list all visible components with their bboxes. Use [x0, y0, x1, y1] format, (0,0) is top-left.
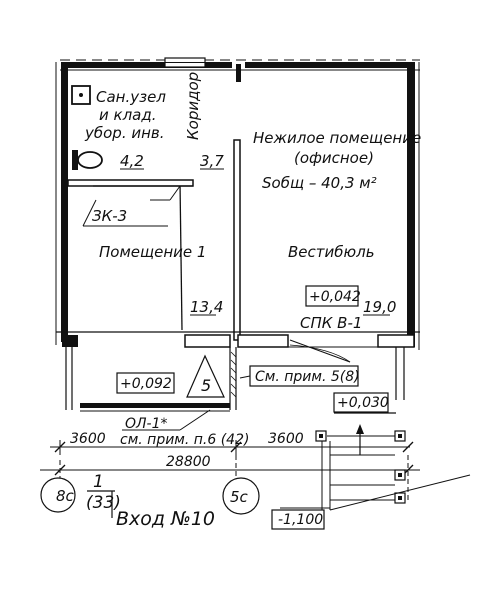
axis-label-5c: 5с	[230, 488, 249, 506]
axis-marker-5c	[222, 477, 260, 515]
arrow-up-icon	[356, 424, 364, 434]
entrance-num: 1	[93, 472, 104, 492]
sanuzel-label-line3: убор. инв.	[84, 124, 165, 142]
level-vestibul: +0,042	[309, 289, 361, 305]
dim-total: 28800	[166, 454, 211, 470]
level-porch: +0,092	[120, 376, 172, 392]
see-note-6: см. прим. п.6 (42)	[120, 432, 249, 448]
koridor-label: Коридор	[184, 72, 202, 140]
entrance-label: Вход №10	[116, 508, 215, 530]
office-label-line3: Sобщ – 40,3 м²	[262, 174, 377, 192]
office-label-line1: Нежилое помещение	[253, 129, 421, 147]
fixtures	[71, 85, 103, 170]
stairs	[280, 424, 471, 511]
sanuzel-label-line1: Сан.узел	[96, 88, 166, 106]
walls	[55, 57, 420, 414]
level-ground: -1,100	[278, 512, 323, 528]
level-entry: +0,030	[337, 395, 389, 411]
axis-label-8c: 8с	[56, 487, 75, 505]
vestibul-area: 19,0	[363, 298, 396, 316]
see-note-5: См. прим. 5(8)	[255, 369, 360, 385]
vestibul-label: Вестибюль	[288, 243, 375, 261]
spk-label: СПК В-1	[300, 314, 362, 332]
office-label-line2: (офисное)	[294, 149, 374, 167]
toilet-icon	[72, 150, 78, 170]
dim-right: 3600	[268, 431, 304, 447]
triangle-mark-icon	[186, 354, 225, 398]
axis-marker-8c	[40, 477, 76, 513]
zk-label: ЗК-3	[92, 207, 127, 225]
ol-label: ОЛ-1*	[125, 416, 168, 432]
dim-left: 3600	[70, 431, 106, 447]
triangle-mark: 5	[201, 376, 211, 395]
koridor-area: 3,7	[200, 152, 224, 170]
sanuzel-label-line2: и клад.	[99, 106, 157, 124]
pom1-label: Помещение 1	[99, 243, 206, 261]
pom1-area: 13,4	[190, 298, 223, 316]
sanuzel-area: 4,2	[120, 152, 144, 170]
